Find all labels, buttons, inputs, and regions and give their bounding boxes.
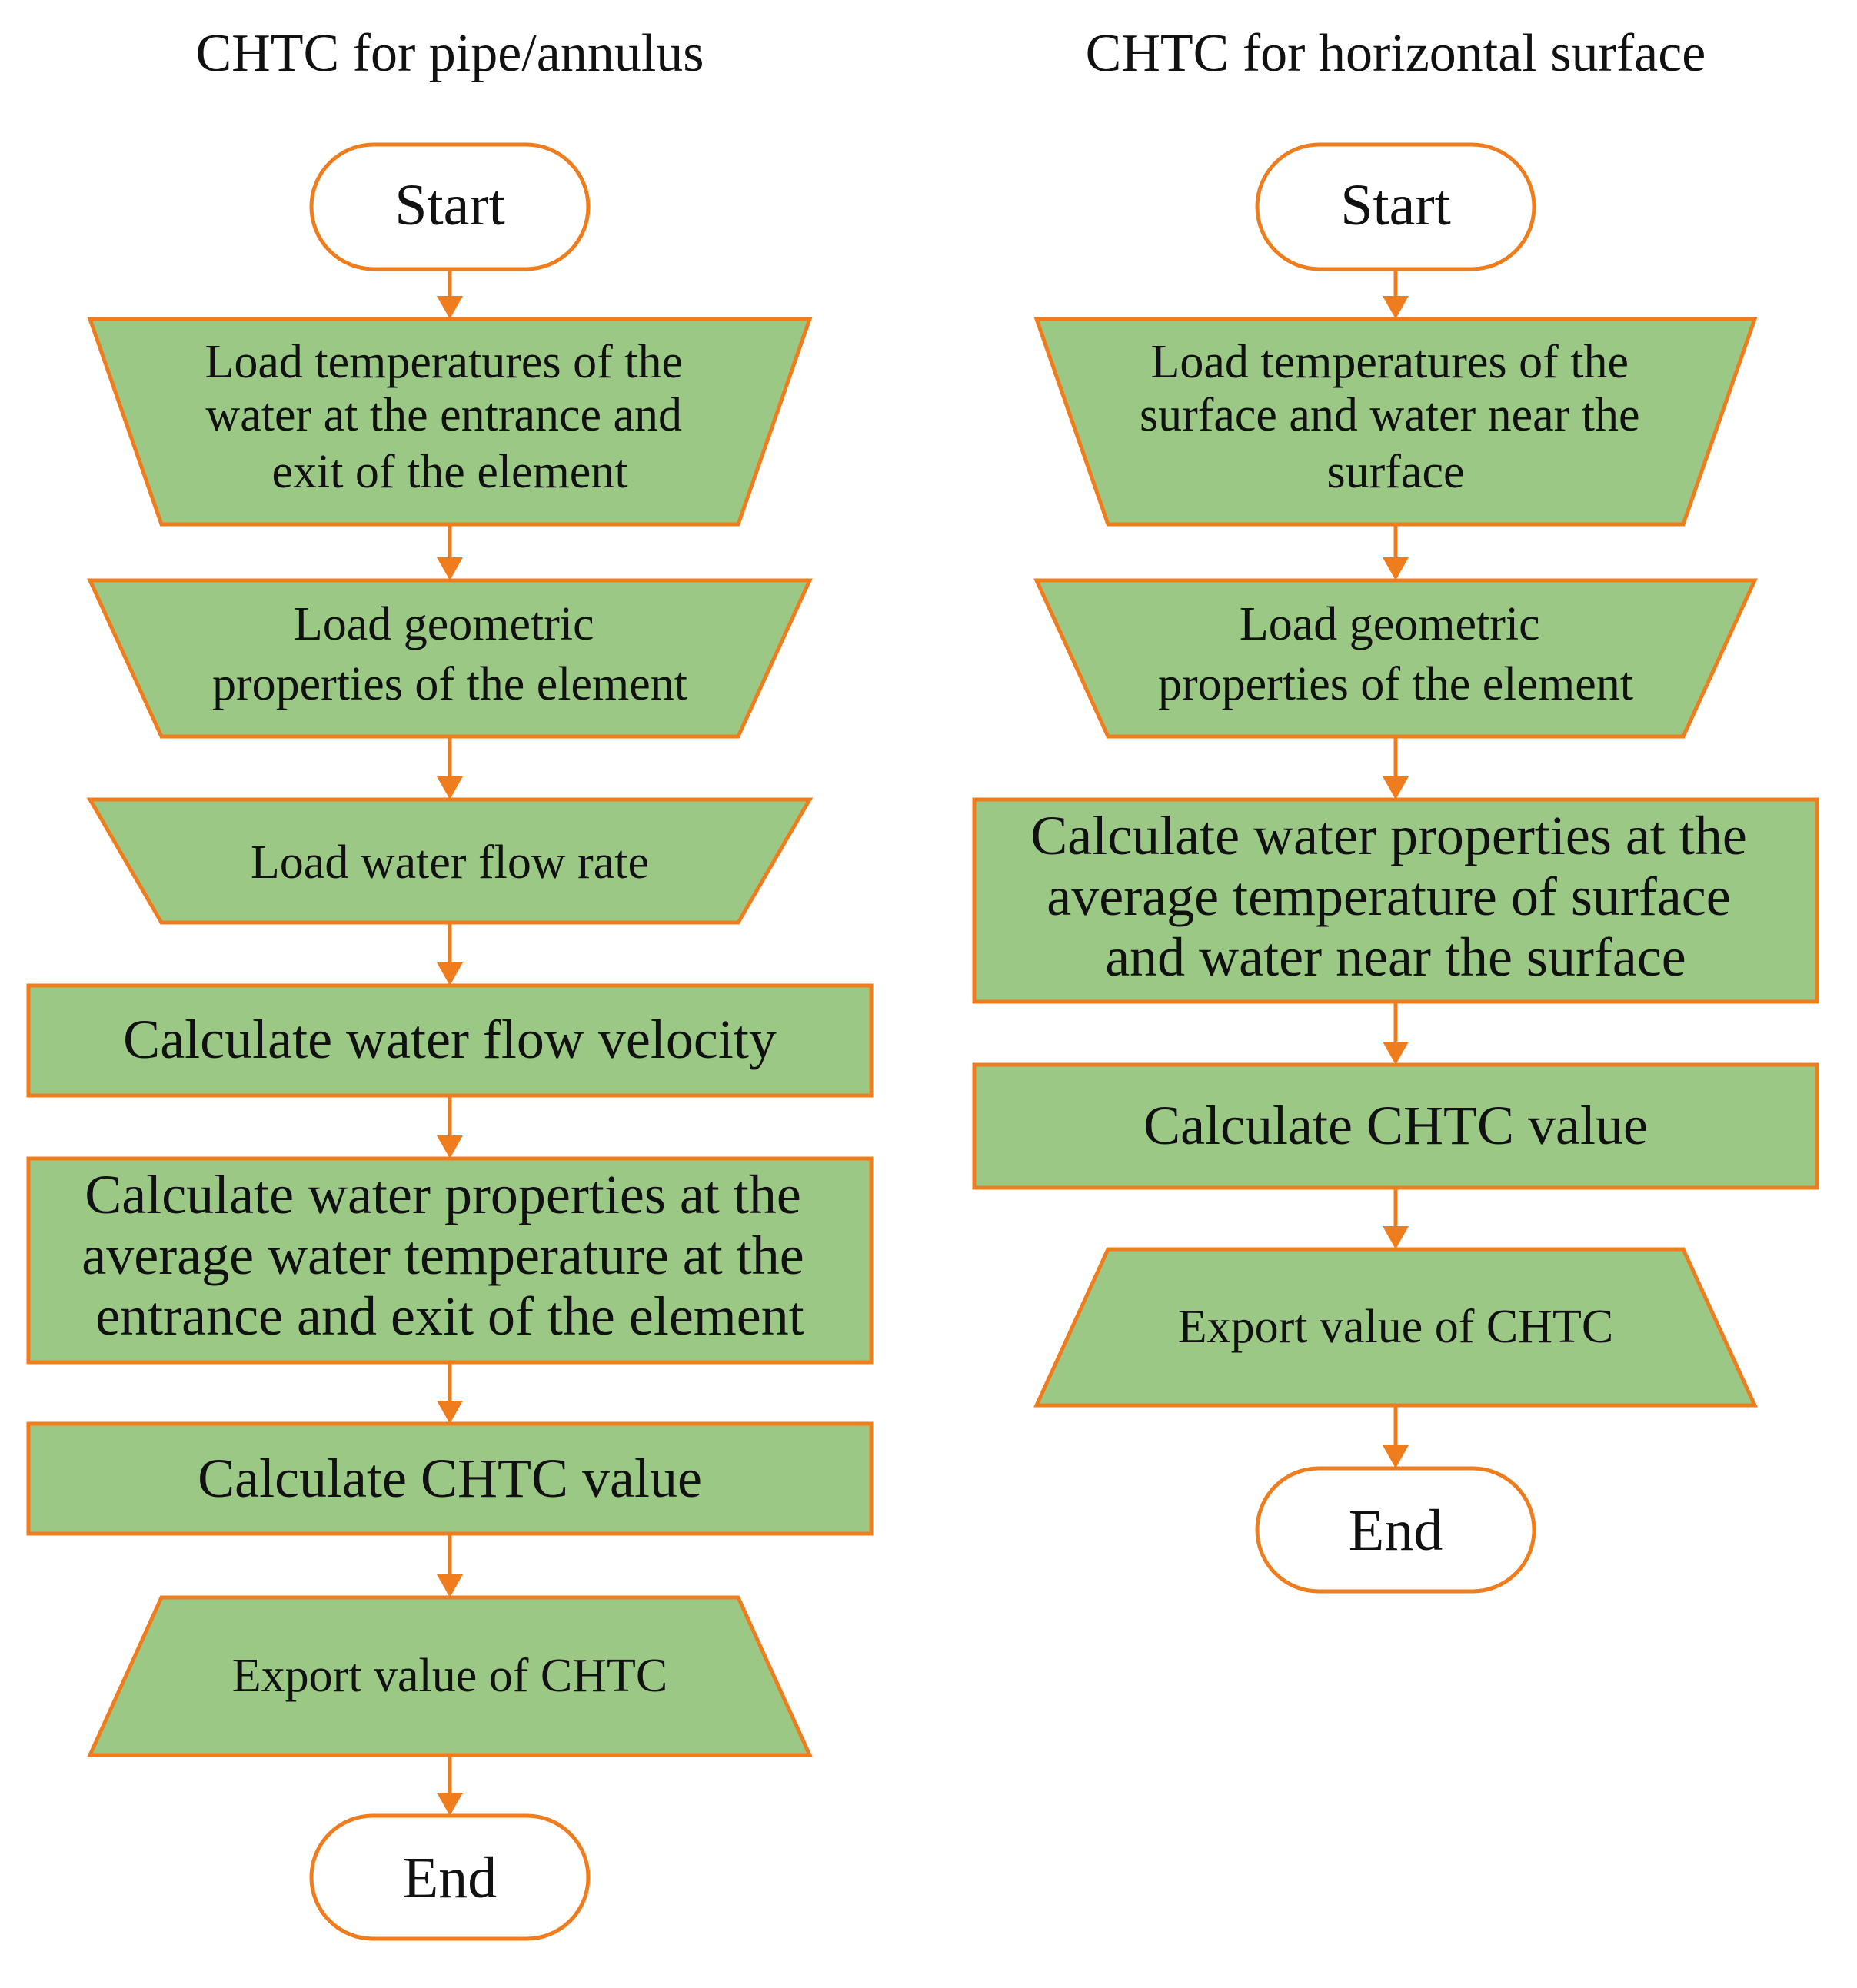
right-load-geometric-line: Load geometric xyxy=(1240,598,1540,650)
left-start-node: Start xyxy=(309,142,591,271)
right-load-temperatures-text: Load temperatures of the surface and wat… xyxy=(1140,336,1652,498)
left-load-geometric-line: Load geometric xyxy=(294,598,594,650)
left-export-shape xyxy=(87,1595,813,1757)
arrow-head xyxy=(1383,776,1409,800)
left-connectors xyxy=(437,269,463,1816)
left-export-node: Export value of CHTC xyxy=(87,1595,813,1757)
right-calc-chtc-label: Calculate CHTC value xyxy=(1143,1095,1648,1156)
right-load-geometric-text: Load geometric properties of the element xyxy=(1158,598,1633,710)
right-end-label: End xyxy=(1349,1498,1443,1563)
right-load-temperatures-node: Load temperatures of the surface and wat… xyxy=(1033,317,1758,527)
right-load-geometric-line: properties of the element xyxy=(1158,658,1633,710)
left-end-node: End xyxy=(309,1813,591,1941)
left-load-geometric-text: Load geometric properties of the element xyxy=(212,598,687,710)
arrow-head xyxy=(437,962,463,986)
left-load-geometric-node: Load geometric properties of the element xyxy=(87,578,813,739)
left-load-temperatures-text: Load temperatures of the water at the en… xyxy=(205,336,695,498)
left-load-flow-rate-shape xyxy=(86,797,814,925)
left-load-geometric-line: properties of the element xyxy=(212,658,687,710)
right-calc-properties-line: and water near the surface xyxy=(1105,926,1686,988)
right-calc-chtc-node: Calculate CHTC value xyxy=(972,1062,1819,1190)
right-load-temperatures-line: Load temperatures of the xyxy=(1151,336,1629,388)
left-load-temperatures-shape xyxy=(87,317,813,527)
left-flowchart-title: CHTC for pipe/annulus xyxy=(195,24,704,83)
right-calc-properties-text: Calculate water properties at the averag… xyxy=(1030,805,1761,988)
right-connectors xyxy=(1383,269,1409,1468)
right-flowchart: Start Load temperatures of the surface a… xyxy=(972,142,1819,1594)
left-calc-chtc-shape xyxy=(26,1421,874,1536)
arrow-head xyxy=(1383,1042,1409,1065)
left-end-label: End xyxy=(403,1846,497,1910)
right-export-shape xyxy=(1033,1247,1758,1408)
left-calc-velocity-node: Calculate water flow velocity xyxy=(26,983,874,1098)
left-calc-chtc-node: Calculate CHTC value xyxy=(26,1421,874,1536)
arrow-head xyxy=(1383,296,1409,319)
right-calc-properties-line: Calculate water properties at the xyxy=(1030,805,1747,866)
arrow-head xyxy=(1383,1226,1409,1249)
left-calc-properties-shape xyxy=(26,1156,874,1365)
left-load-flow-rate-node: Load water flow rate xyxy=(86,797,814,925)
right-calc-properties-line: average temperature of surface xyxy=(1047,866,1730,927)
left-load-temperatures-line: Load temperatures of the xyxy=(205,336,683,388)
arrow-head xyxy=(437,776,463,800)
arrow-head xyxy=(437,1135,463,1159)
left-calc-chtc-label: Calculate CHTC value xyxy=(198,1448,702,1509)
left-flowchart: Start Load temperatures of the water at … xyxy=(26,142,874,1941)
right-export-node: Export value of CHTC xyxy=(1033,1247,1758,1408)
left-calc-properties-line: average water temperature at the xyxy=(82,1225,804,1286)
left-load-temperatures-node: Load temperatures of the water at the en… xyxy=(87,317,813,527)
left-calc-properties-text: Calculate water properties at the averag… xyxy=(82,1164,817,1347)
left-calc-properties-node: Calculate water properties at the averag… xyxy=(26,1156,874,1365)
right-calc-properties-shape xyxy=(972,797,1819,1004)
arrow-head xyxy=(437,296,463,319)
left-start-label: Start xyxy=(394,173,505,238)
right-export-label: Export value of CHTC xyxy=(1178,1301,1614,1353)
right-flowchart-title: CHTC for horizontal surface xyxy=(1086,24,1706,83)
arrow-head xyxy=(437,1574,463,1597)
right-calc-properties-node: Calculate water properties at the averag… xyxy=(972,797,1819,1004)
left-load-flow-rate-label: Load water flow rate xyxy=(251,836,649,889)
left-calc-properties-line: Calculate water properties at the xyxy=(85,1164,801,1225)
arrow-head xyxy=(437,1401,463,1424)
right-load-geometric-node: Load geometric properties of the element xyxy=(1033,578,1758,739)
right-load-geometric-shape xyxy=(1033,578,1758,739)
right-load-temperatures-line: surface and water near the xyxy=(1140,389,1640,441)
left-load-geometric-shape xyxy=(87,578,813,739)
left-calc-properties-line: entrance and exit of the element xyxy=(95,1285,804,1347)
arrow-head xyxy=(437,557,463,580)
left-load-temperatures-line: exit of the element xyxy=(271,446,627,498)
arrow-head xyxy=(437,1793,463,1816)
right-load-temperatures-line: surface xyxy=(1327,446,1465,498)
left-calc-velocity-shape xyxy=(26,983,874,1098)
arrow-head xyxy=(1383,557,1409,580)
arrow-head xyxy=(1383,1445,1409,1468)
right-load-temperatures-shape xyxy=(1033,317,1758,527)
right-end-node: End xyxy=(1255,1466,1536,1594)
right-start-label: Start xyxy=(1340,173,1451,238)
left-load-temperatures-line: water at the entrance and xyxy=(205,389,682,441)
left-calc-velocity-label: Calculate water flow velocity xyxy=(123,1009,777,1070)
left-export-label: Export value of CHTC xyxy=(232,1650,668,1702)
right-start-node: Start xyxy=(1255,142,1536,271)
